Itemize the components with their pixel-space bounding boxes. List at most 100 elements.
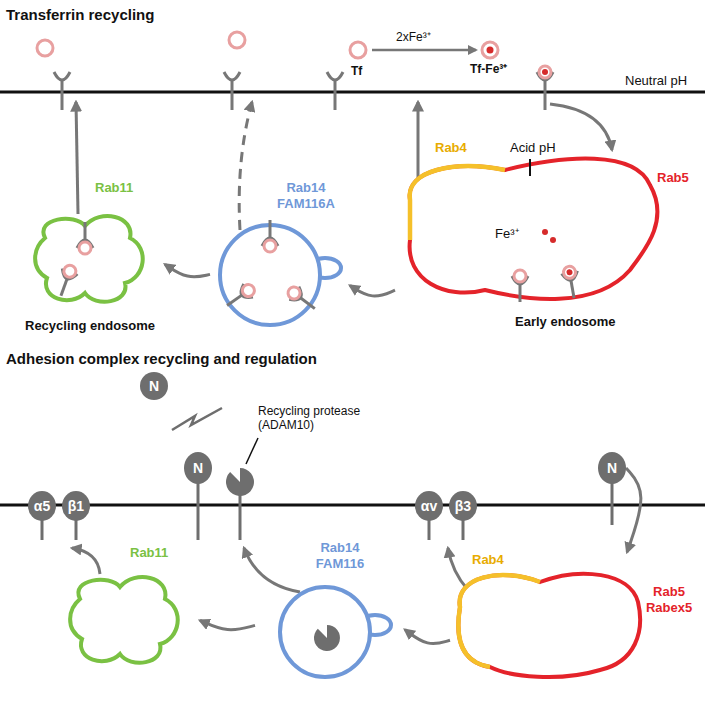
transport-arrow bbox=[200, 620, 255, 629]
protein-oval: α5 bbox=[28, 491, 56, 521]
illustration-part bbox=[222, 281, 257, 312]
compartment: Rab11 bbox=[60, 545, 200, 675]
plasma-membrane bbox=[0, 504, 705, 507]
illustration-part bbox=[77, 222, 93, 254]
illustration-part bbox=[220, 225, 320, 325]
illustration-part bbox=[458, 575, 540, 667]
holo-transferrin bbox=[539, 66, 551, 78]
protein-oval: N bbox=[184, 452, 212, 484]
illustration-part bbox=[240, 282, 257, 299]
protease-symbol bbox=[226, 468, 254, 496]
tf-receptor bbox=[327, 72, 343, 110]
leader-line bbox=[246, 438, 258, 464]
transport-arrow bbox=[165, 264, 210, 276]
ion-label: 2xFe³⁺ bbox=[396, 30, 431, 44]
illustration-part bbox=[286, 285, 303, 302]
compartment-label: Fe³⁺ bbox=[495, 226, 519, 242]
illustration-part bbox=[561, 265, 582, 299]
illustration-part bbox=[84, 222, 87, 240]
transport-arrow bbox=[405, 630, 450, 644]
compartment-label: Rab4 bbox=[435, 140, 467, 156]
illustration-part bbox=[62, 264, 77, 279]
protein-name: β1 bbox=[68, 499, 84, 513]
protein-name: αv bbox=[421, 499, 437, 513]
tf-receptor bbox=[224, 72, 240, 110]
illustration-part bbox=[314, 625, 340, 651]
iron-dot bbox=[542, 69, 548, 75]
illustration-part bbox=[269, 220, 272, 238]
illustration-part bbox=[512, 270, 528, 302]
protein-name: α5 bbox=[34, 499, 50, 513]
illustration-part bbox=[280, 587, 370, 677]
compartment-label: Early endosome bbox=[515, 314, 615, 330]
illustration-part bbox=[542, 229, 548, 235]
recycling-arrow bbox=[448, 548, 468, 590]
illustration-part bbox=[514, 270, 526, 282]
illustration-part bbox=[79, 242, 91, 254]
illustration-part bbox=[70, 577, 178, 663]
compartment-outline bbox=[60, 545, 200, 675]
plasma-membrane bbox=[0, 91, 705, 94]
integrin-stem bbox=[41, 519, 44, 540]
illustration-part bbox=[53, 263, 79, 299]
compartment: Rab11Recycling endosome bbox=[25, 178, 165, 338]
recycling-arrow bbox=[76, 102, 78, 214]
compartment-outline bbox=[395, 140, 695, 335]
n-stem bbox=[197, 482, 200, 540]
illustration-part bbox=[264, 240, 276, 252]
illustration-part bbox=[35, 216, 143, 302]
compartment-label: Rab14 FAM116A bbox=[270, 180, 342, 211]
illustration-part bbox=[410, 159, 658, 299]
protein-label: Tf-Fe³⁺ bbox=[470, 62, 507, 76]
compartment-label: Rab5 bbox=[657, 170, 689, 186]
panel-heading: Transferrin recycling bbox=[6, 6, 154, 24]
illustration-part bbox=[227, 295, 242, 305]
illustration-part bbox=[566, 269, 573, 276]
n-stem bbox=[611, 482, 614, 525]
illustration-part bbox=[70, 577, 178, 663]
transferrin bbox=[350, 42, 366, 58]
holo-transferrin bbox=[482, 42, 498, 58]
condition-label: Neutral pH bbox=[625, 73, 687, 89]
iron-dot bbox=[487, 47, 494, 54]
protein-oval: β3 bbox=[449, 491, 477, 521]
illustration-part bbox=[571, 280, 574, 298]
illustration-part bbox=[262, 220, 278, 252]
illustration-part bbox=[458, 574, 640, 677]
compartment-label: Rab11 bbox=[130, 545, 168, 561]
panel-heading: Adhesion complex recycling and regulatio… bbox=[6, 350, 317, 368]
protein-label: Tf bbox=[351, 64, 362, 78]
compartment: Rab4Rab5 Rabex5 bbox=[450, 552, 696, 692]
compartment-label: Rab4 bbox=[472, 552, 504, 568]
transferrin bbox=[37, 40, 53, 56]
compartment: Rab14 FAM116A bbox=[210, 180, 350, 340]
transport-arrow bbox=[350, 286, 395, 296]
compartment-outline bbox=[450, 552, 696, 692]
compartment: Rab14 FAM116 bbox=[255, 540, 405, 680]
illustration-part bbox=[410, 166, 505, 240]
cleavage-bolt bbox=[172, 408, 222, 430]
tf-receptor bbox=[54, 72, 70, 110]
integrin-stem bbox=[428, 519, 431, 540]
integrin-stem bbox=[462, 519, 465, 540]
compartment-label: Rab14 FAM116 bbox=[305, 540, 375, 571]
illustration-part bbox=[563, 265, 577, 279]
illustration-part bbox=[61, 279, 67, 296]
protein-oval: αv bbox=[415, 491, 443, 521]
transport-arrow bbox=[626, 468, 641, 552]
integrin-stem bbox=[75, 519, 78, 540]
recycling-arrow bbox=[72, 548, 100, 574]
protein-name: N bbox=[607, 461, 617, 475]
recycling-arrow bbox=[244, 548, 300, 592]
callout-label: Recycling protease (ADAM10) bbox=[258, 404, 376, 433]
illustration-part bbox=[529, 159, 531, 176]
transferrin bbox=[229, 32, 245, 48]
protein-oval: β1 bbox=[62, 491, 90, 521]
recycling-arrow bbox=[417, 102, 420, 178]
recycling-arrow bbox=[239, 102, 252, 230]
protein-name: N bbox=[193, 461, 203, 475]
compartment-outline bbox=[25, 178, 165, 338]
compartment: Rab4Acid pHFe³⁺Rab5Early endosome bbox=[395, 140, 695, 335]
protease-stem bbox=[239, 494, 242, 540]
